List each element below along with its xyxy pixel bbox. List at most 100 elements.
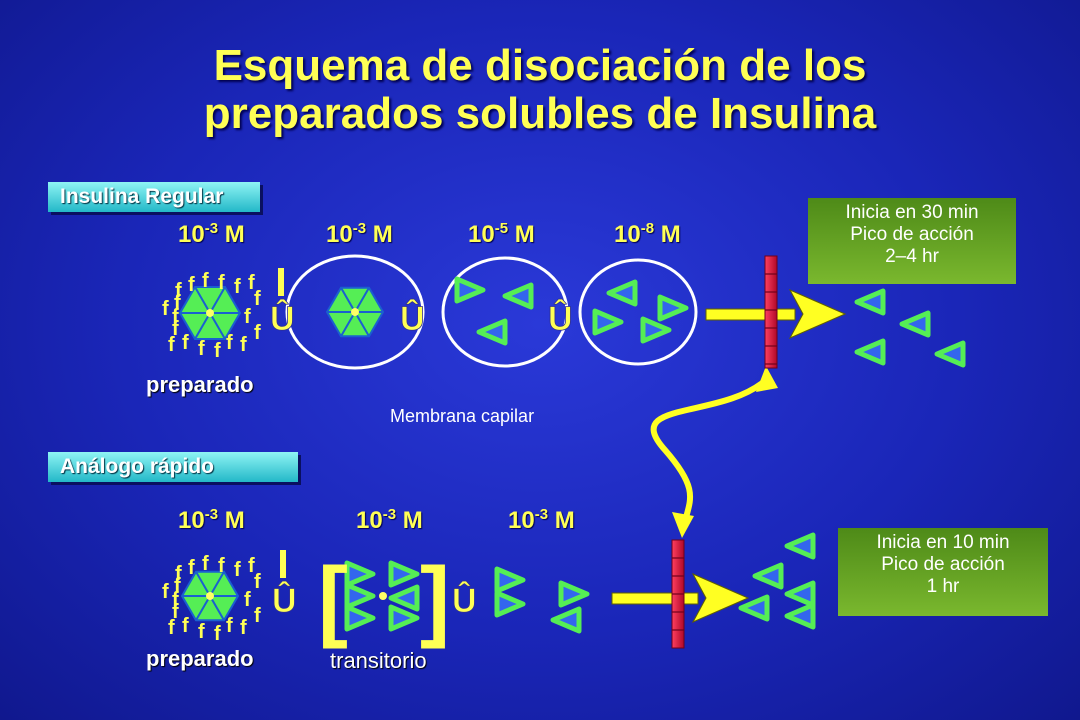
section-label-analogo-rapido: Análogo rápido: [48, 452, 298, 482]
passage-arrow-rapido-shaft: [611, 592, 699, 605]
title-line-1: Esquema de disociación de los: [213, 41, 867, 90]
bracket-left: [: [318, 550, 348, 650]
preparado-regular-particle-14: f: [182, 332, 189, 354]
concentration-regular-2: 10-3 M: [326, 220, 393, 248]
monomer-triangle-21: [550, 606, 582, 634]
bracket-right: ]: [420, 550, 450, 650]
preparado-rapido-particle-6: f: [248, 555, 255, 577]
concentration-regular-3: 10-5 M: [468, 220, 535, 248]
hexamer-spoke: [340, 311, 356, 337]
hexamer-spoke: [209, 312, 226, 340]
monomer-triangle-16: [344, 604, 376, 632]
preparado-rapido-particle-10: f: [254, 571, 261, 593]
dissociation-arrow-2: Û: [400, 299, 425, 338]
caption-preparado-rapido: preparado: [146, 646, 254, 671]
info-rapido-line-2: Pico de acción: [881, 554, 1005, 575]
compartment-circle-3: [578, 258, 698, 366]
hexamer-in-circle: [325, 286, 385, 338]
monomer-triangle-1: [454, 276, 486, 304]
monomer-triangle-25: [738, 594, 770, 622]
transitory-core: [379, 592, 387, 600]
preparado-regular-particle-9: f: [172, 318, 179, 340]
info-rapido-line-3: 1 hr: [926, 576, 960, 597]
hexamer-spoke: [209, 286, 226, 314]
page-title: Esquema de disociación de los preparados…: [0, 42, 1080, 138]
preparado-rapido-particle-18: f: [240, 617, 247, 639]
info-box-regular: Inicia en 30 min Pico de acción 2–4 hr: [808, 198, 1016, 284]
monomer-triangle-11: [934, 340, 966, 368]
preparado-regular-particle-17: f: [226, 332, 233, 354]
preparado-regular-particle-11: f: [244, 306, 251, 328]
preparado-rapido-particle-7: f: [162, 581, 169, 603]
monomer-triangle-13: [388, 560, 420, 588]
info-regular-line-1: Inicia en 30 min: [845, 202, 979, 223]
info-rapido-line-1: Inicia en 10 min: [876, 532, 1010, 553]
hexamer-core: [206, 592, 214, 600]
hexamer-core: [351, 308, 359, 316]
monomer-triangle-5: [657, 294, 689, 322]
preparado-regular-particle-2: f: [188, 274, 195, 296]
hexamer-spoke: [195, 571, 211, 597]
dissociation-arrow-3: Û: [548, 299, 573, 338]
preparado-regular-particle-3: f: [202, 270, 209, 292]
dissociation-arrow-1-bar: [278, 268, 284, 296]
hexamer-spoke: [209, 571, 225, 597]
info-regular-line-3: 2–4 hr: [885, 246, 939, 267]
concentration-regular-1: 10-3 M: [178, 220, 245, 248]
preparado-rapido-particle-2: f: [188, 557, 195, 579]
monomer-triangle-22: [784, 532, 816, 560]
caption-transitorio: transitorio: [330, 648, 427, 673]
preparado-rapido-particle-12: f: [254, 605, 261, 627]
hexamer-spoke: [209, 595, 225, 621]
passage-arrow-rapido-head: [691, 572, 750, 624]
hexamer-spoke: [354, 287, 370, 313]
preparado-rapido-particle-17: f: [226, 615, 233, 637]
preparado-regular-particle-6: f: [248, 272, 255, 294]
preparado-regular-particle-13: f: [168, 334, 175, 356]
monomer-triangle-15: [388, 584, 420, 612]
title-line-2: preparados solubles de Insulina: [203, 89, 877, 138]
monomer-triangle-10: [854, 338, 886, 366]
preparado-regular-particle-7: f: [162, 298, 169, 320]
preparado-rapido-particle-15: f: [198, 621, 205, 643]
preparado-regular-particle-18: f: [240, 334, 247, 356]
dissociation-arrow-4: Û: [272, 581, 297, 620]
compartment-circle-1: [285, 254, 425, 370]
concentration-rapido-2: 10-3 M: [356, 506, 423, 534]
monomer-triangle-24: [784, 580, 816, 608]
hexamer-spoke: [195, 595, 211, 621]
hexamer-spoke: [354, 311, 370, 337]
monomer-triangle-2: [502, 282, 534, 310]
monomer-triangle-12: [344, 560, 376, 588]
hexamer-spoke: [340, 287, 356, 313]
section-label-insulina-regular: Insulina Regular: [48, 182, 260, 212]
caption-preparado-regular: preparado: [146, 372, 254, 397]
hexamer-preparado-regular: [178, 286, 242, 340]
preparado-rapido-particle-8: f: [172, 589, 179, 611]
preparado-rapido-particle-11: f: [244, 589, 251, 611]
preparado-regular-particle-19: f: [174, 292, 181, 314]
hexamer-core: [206, 309, 214, 317]
preparado-rapido-particle-14: f: [182, 615, 189, 637]
preparado-regular-particle-16: f: [214, 340, 221, 362]
monomer-triangle-8: [854, 288, 886, 316]
connector-head-bottom: [672, 512, 694, 538]
preparado-rapido-particle-16: f: [214, 623, 221, 645]
monomer-triangle-19: [558, 580, 590, 608]
concentration-rapido-3: 10-3 M: [508, 506, 575, 534]
compartment-circle-2: [441, 256, 569, 368]
passage-arrow-regular-shaft: [705, 308, 796, 321]
monomer-triangle-14: [344, 582, 376, 610]
connector-curve: [650, 377, 768, 526]
preparado-rapido-particle-13: f: [168, 617, 175, 639]
monomer-triangle-7: [640, 316, 672, 344]
passage-arrow-regular-head: [788, 288, 847, 340]
preparado-rapido-particle-4: f: [218, 555, 225, 577]
membrane-label: Membrana capilar: [390, 406, 535, 426]
monomer-triangle-9: [899, 310, 931, 338]
monomer-triangle-26: [784, 602, 816, 630]
preparado-rapido-particle-19: f: [174, 575, 181, 597]
monomer-triangle-17: [388, 604, 420, 632]
preparado-regular-particle-12: f: [254, 322, 261, 344]
hexamer-preparado-rapido: [180, 570, 240, 622]
